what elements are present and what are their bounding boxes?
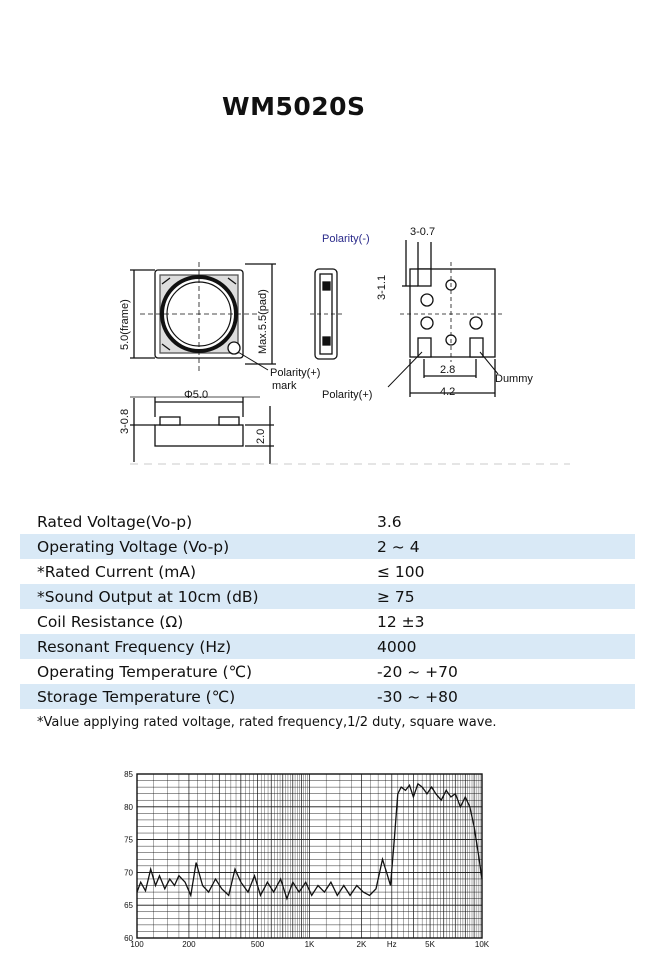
dim-4-2-label: 4.2 — [440, 386, 455, 398]
spec-value: 4000 — [377, 634, 635, 659]
frequency-response-chart: 60 65 70 75 80 85 100 200 500 1K 2K Hz 5K 10K — [124, 770, 490, 949]
spec-row: Operating Temperature (℃) -20 ~ +70 — [20, 659, 635, 684]
spec-row: *Sound Output at 10cm (dB)≥ 75 — [20, 584, 635, 609]
dummy-label: Dummy — [495, 373, 533, 385]
spec-label: Operating Voltage (Vo-p) — [20, 534, 377, 559]
spec-label: *Rated Current (mA) — [37, 562, 196, 581]
response-curve — [136, 782, 483, 901]
spec-value: ≥ 75 — [377, 584, 635, 609]
y-tick-label: 70 — [124, 868, 133, 877]
spec-value: 3.6 — [377, 512, 402, 531]
spec-value: -30 ~ +80 — [377, 684, 635, 709]
y-tick-label: 80 — [124, 803, 133, 812]
spec-label: Storage Temperature (℃) — [20, 684, 377, 709]
polarity-mark-label: Polarity(+) — [270, 367, 320, 379]
y-tick-label: 85 — [124, 770, 133, 779]
x-tick-label: 100 — [130, 940, 144, 949]
dim-2-0-label: 2.0 — [255, 429, 267, 444]
spec-row: Operating Voltage (Vo-p)2 ~ 4 — [20, 534, 635, 559]
spec-row: Storage Temperature (℃)-30 ~ +80 — [20, 684, 635, 709]
spec-label: Rated Voltage(Vo-p) — [37, 512, 193, 531]
polarity-minus-label: Polarity(-) — [322, 233, 370, 245]
spec-row: Coil Resistance (Ω) 12 ±3 — [20, 609, 635, 634]
y-tick-label: 75 — [124, 836, 133, 845]
dim-pad-label: Max.5.5(pad) — [257, 289, 269, 354]
dim-3-0-8-label: 3-0.8 — [119, 409, 131, 434]
spec-label: Coil Resistance (Ω) — [37, 612, 184, 631]
x-tick-label: 5K — [425, 940, 435, 949]
x-tick-label: 200 — [182, 940, 196, 949]
footnote: *Value applying rated voltage, rated fre… — [37, 715, 497, 730]
y-tick-label: 60 — [124, 934, 133, 943]
plot-frame — [136, 773, 483, 939]
spec-row: *Rated Current (mA) ≤ 100 — [20, 559, 635, 584]
dim-3-0-7-label: 3-0.7 — [410, 226, 435, 238]
x-tick-label: Hz — [387, 940, 397, 949]
polarity-mark-dot — [227, 341, 241, 355]
spec-label: *Sound Output at 10cm (dB) — [20, 584, 377, 609]
y-tick-label: 65 — [124, 901, 133, 910]
polarity-plus-label: Polarity(+) — [322, 389, 372, 401]
page-title: WM5020S — [222, 92, 366, 121]
x-tick-label: 2K — [357, 940, 367, 949]
dim-phi-label: Φ5.0 — [184, 389, 208, 401]
spec-label: Operating Temperature (℃) — [37, 662, 253, 681]
mechanical-drawing: 5.0(frame) Max.5.5(pad) Polarity(+) mark… — [119, 226, 570, 465]
polarity-mark-label-2: mark — [272, 380, 297, 392]
bottom-view — [409, 268, 496, 358]
dim-2-8-label: 2.8 — [440, 364, 455, 376]
spec-value: 12 ±3 — [377, 612, 425, 631]
spec-value: 2 ~ 4 — [377, 534, 635, 559]
height-view — [154, 424, 244, 447]
side-view — [314, 268, 338, 360]
spec-row: Resonant Frequency (Hz)4000 — [20, 634, 635, 659]
x-tick-label: 1K — [305, 940, 315, 949]
dim-3-1-1-label: 3-1.1 — [376, 275, 388, 300]
dim-frame-label: 5.0(frame) — [119, 299, 131, 350]
spec-value: ≤ 100 — [377, 562, 425, 581]
spec-label: Resonant Frequency (Hz) — [20, 634, 377, 659]
x-tick-label: 500 — [251, 940, 265, 949]
spec-value: -20 ~ +70 — [377, 662, 458, 681]
spec-row: Rated Voltage(Vo-p) 3.6 — [20, 509, 635, 534]
x-tick-label: 10K — [475, 940, 490, 949]
